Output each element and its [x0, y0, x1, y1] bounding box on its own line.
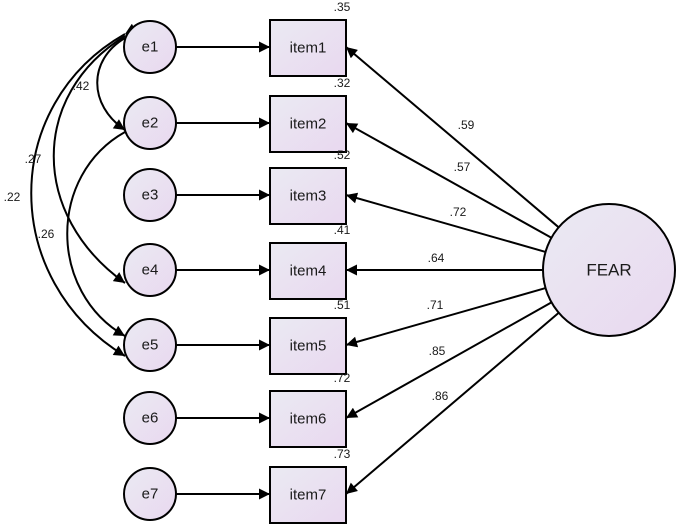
error-term-label: e1: [142, 39, 159, 56]
error-term-label: e3: [142, 187, 159, 204]
factor-loading-value: .59: [458, 118, 475, 132]
error-term-circle: [123, 318, 177, 372]
r-squared-value: .52: [334, 148, 351, 162]
factor-loading-arrow: [345, 312, 560, 495]
item-label: item1: [290, 40, 327, 57]
r-squared-value: .51: [334, 298, 351, 312]
r-squared-value: .35: [334, 0, 351, 14]
r-squared-value: .32: [334, 76, 351, 90]
factor-loading-arrow: [345, 46, 560, 229]
r-squared-value: .72: [334, 371, 351, 385]
error-term-label: e7: [142, 486, 159, 503]
error-term-circle: [123, 391, 177, 445]
item-label: item4: [290, 263, 327, 280]
error-term-label: e4: [142, 262, 159, 279]
error-term-label: e5: [142, 337, 159, 354]
factor-loading-value: .72: [450, 205, 467, 219]
error-term-circle: [123, 20, 177, 74]
latent-factor-label: FEAR: [586, 261, 631, 280]
latent-factor-circle: [542, 203, 676, 337]
error-term-circle: [123, 243, 177, 297]
error-term-circle: [123, 96, 177, 150]
item-box: [269, 317, 347, 375]
factor-loading-value: .71: [427, 298, 444, 312]
covariance-curve: [52, 25, 138, 284]
error-term-circle: [123, 467, 177, 521]
item-box: [269, 167, 347, 225]
covariance-curve: [66, 121, 138, 337]
r-squared-value: .41: [334, 223, 351, 237]
factor-loading-arrow: [345, 122, 552, 239]
item-label: item7: [290, 487, 327, 504]
factor-loading-value: .86: [432, 389, 449, 403]
nodes-layer: [123, 19, 676, 524]
item-box: [269, 19, 347, 77]
item-label: item2: [290, 116, 327, 133]
covariance-value: .22: [4, 190, 21, 204]
covariance-value: .26: [38, 227, 55, 241]
covariance-curve: [30, 23, 138, 357]
error-term-label: e2: [142, 115, 159, 132]
item-label: item6: [290, 411, 327, 428]
error-term-circle: [123, 168, 177, 222]
covariance-curve: [96, 27, 138, 131]
covariance-value: .27: [25, 152, 42, 166]
item-box: [269, 466, 347, 524]
factor-loading-arrow: [345, 192, 546, 253]
factor-loading-value: .57: [454, 160, 471, 174]
item-label: item3: [290, 188, 327, 205]
factor-loading-value: .64: [428, 251, 445, 265]
item-box: [269, 390, 347, 448]
error-term-label: e6: [142, 410, 159, 427]
item-box: [269, 242, 347, 300]
item-box: [269, 95, 347, 153]
factor-loading-arrow: [345, 301, 552, 419]
factor-loading-value: .85: [429, 344, 446, 358]
factor-loading-arrow: [345, 287, 546, 348]
item-label: item5: [290, 338, 327, 355]
covariance-value: .42: [73, 79, 90, 93]
labels-layer: .59 .57 .72 .64 .71 .85 .86 .42 .27 .22 .26 e1 e2 e3 e…: [4, 0, 632, 504]
r-squared-value: .73: [334, 447, 351, 461]
paths-layer: [30, 23, 560, 500]
